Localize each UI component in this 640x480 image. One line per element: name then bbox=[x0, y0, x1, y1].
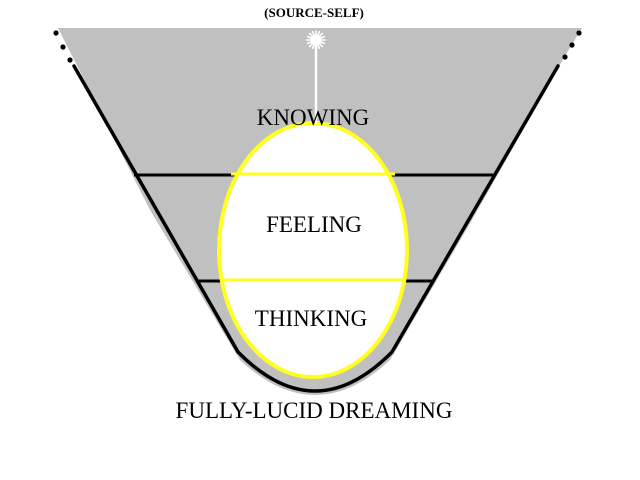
right-edge-dots bbox=[562, 30, 582, 60]
starburst-icon bbox=[306, 30, 326, 50]
left-edge-dots bbox=[53, 30, 73, 63]
self-ellipse bbox=[217, 121, 409, 379]
source-self-label: (SOURCE-SELF) bbox=[264, 5, 364, 20]
level-label-feeling: FEELING bbox=[266, 212, 362, 237]
bottom-label-fully-lucid-dreaming: FULLY-LUCID DREAMING bbox=[175, 398, 453, 423]
funnel-outline bbox=[72, 64, 560, 393]
level-label-thinking: THINKING bbox=[254, 306, 368, 331]
level-label-knowing: KNOWING bbox=[256, 105, 370, 130]
